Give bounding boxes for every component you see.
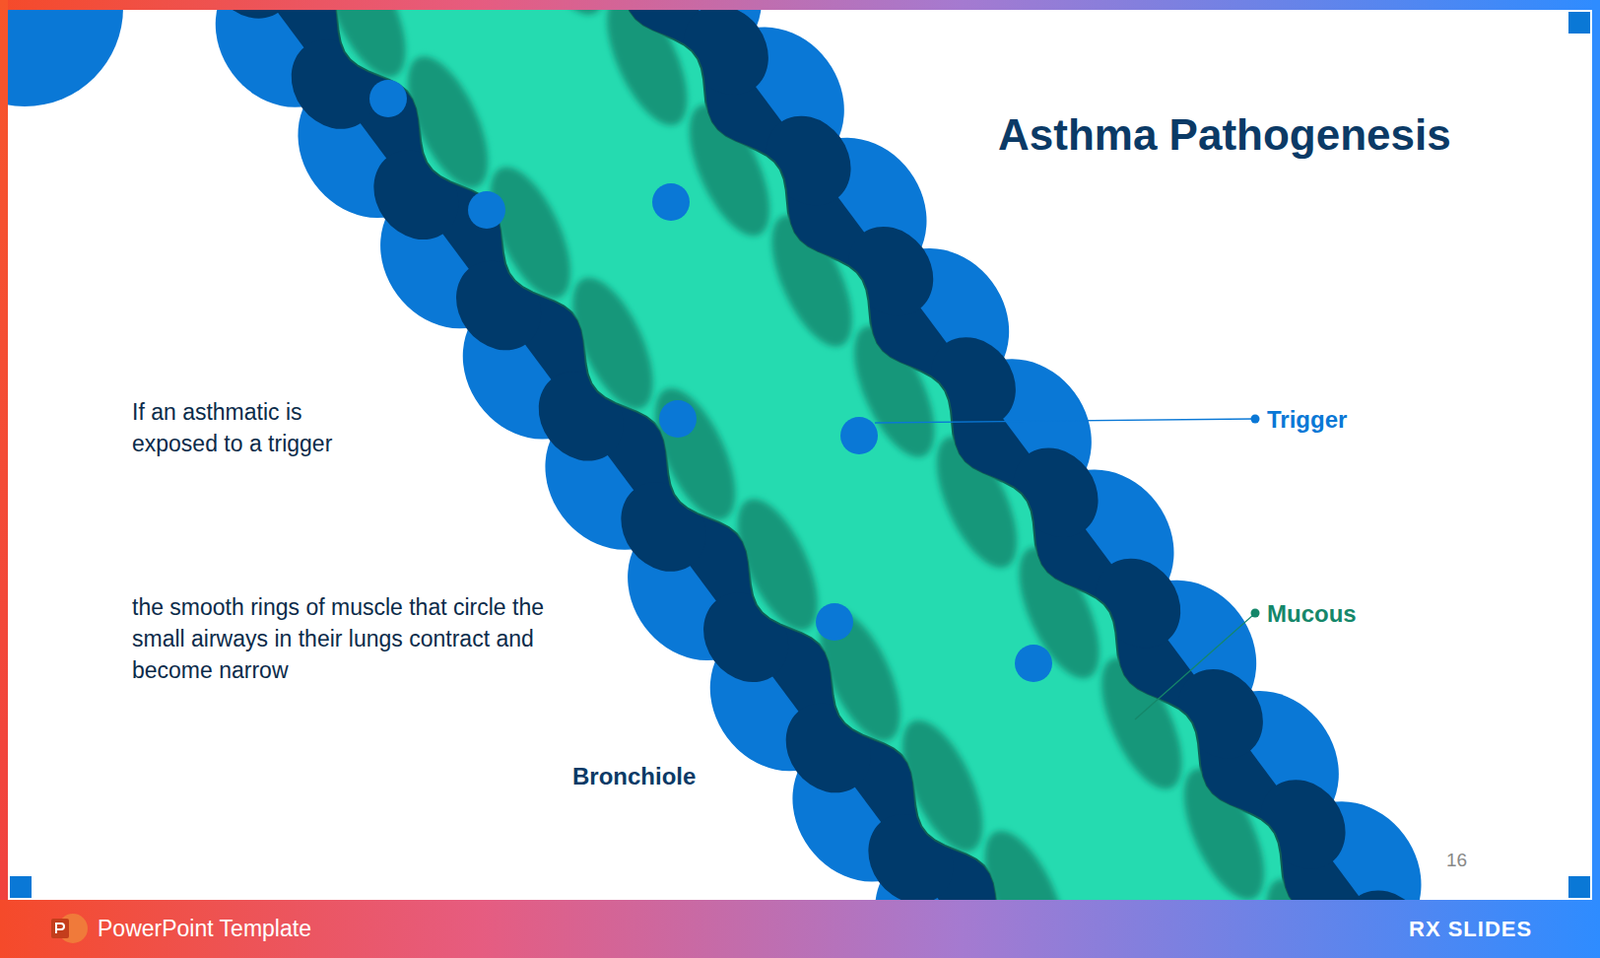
- trigger-particle: [467, 191, 506, 229]
- trigger-particle: [815, 602, 854, 641]
- mucous-blob: [590, 0, 704, 136]
- bronchiole-tube: [63, 0, 1592, 900]
- mucous-blob: [309, 0, 423, 89]
- mucous-blob: [1084, 646, 1199, 800]
- part-label: Mucous: [1266, 599, 1357, 629]
- mucous-blob: [1250, 867, 1364, 900]
- trigger-particle: [369, 79, 407, 118]
- trigger-particle: [659, 400, 697, 438]
- trigger-leader: [874, 418, 1254, 423]
- airway-lumen: [191, 0, 1475, 900]
- slide-title: Asthma Pathogenesis: [998, 110, 1452, 160]
- footer-bar: [0, 899, 1600, 958]
- description-text: If an asthmatic is exposed to a trigger: [132, 396, 369, 460]
- mucous-blob: [968, 819, 1082, 900]
- airway-wall: [167, 0, 1500, 900]
- mucous-blob: [920, 425, 1034, 580]
- part-label: Trigger: [1266, 404, 1347, 435]
- brand-logo: RX SLIDES: [1408, 915, 1533, 943]
- mucous-blob: [803, 598, 918, 752]
- mucous-blob: [672, 93, 787, 248]
- mucous-blob: [755, 203, 869, 358]
- trigger-particle: [652, 183, 690, 221]
- top-border: [0, 0, 1600, 10]
- trigger-particle: [840, 416, 878, 455]
- mucous-blob: [885, 708, 1000, 863]
- mucous-blob: [556, 266, 670, 420]
- corner-square: [9, 875, 32, 898]
- mucous-blob: [1002, 535, 1117, 690]
- part-label: Bronchiole: [572, 761, 696, 792]
- corner-square: [1568, 875, 1591, 898]
- powerpoint-icon: [51, 913, 88, 943]
- right-border: [1592, 0, 1600, 958]
- mucous-leader: [1134, 614, 1254, 720]
- left-border: [0, 0, 8, 958]
- wall-lobe: [1325, 872, 1446, 900]
- leader-dot: [1251, 608, 1261, 618]
- footer-text: PowerPoint Template: [97, 913, 312, 943]
- leader-dot: [1251, 414, 1261, 424]
- corner-square: [1568, 11, 1591, 34]
- trigger-particle: [1014, 644, 1053, 682]
- corner-circle: [0, 0, 124, 107]
- mucous-blob: [638, 377, 752, 532]
- page-number: 16: [1446, 848, 1467, 872]
- mucous-blob: [1167, 756, 1281, 900]
- mucous-blob: [391, 45, 505, 200]
- trigger-particles: [369, 79, 1053, 682]
- leader-lines: [874, 414, 1261, 721]
- description-text: the smooth rings of muscle that circle t…: [132, 591, 596, 686]
- mucous-blob: [473, 155, 588, 310]
- mucous-blob: [837, 314, 951, 468]
